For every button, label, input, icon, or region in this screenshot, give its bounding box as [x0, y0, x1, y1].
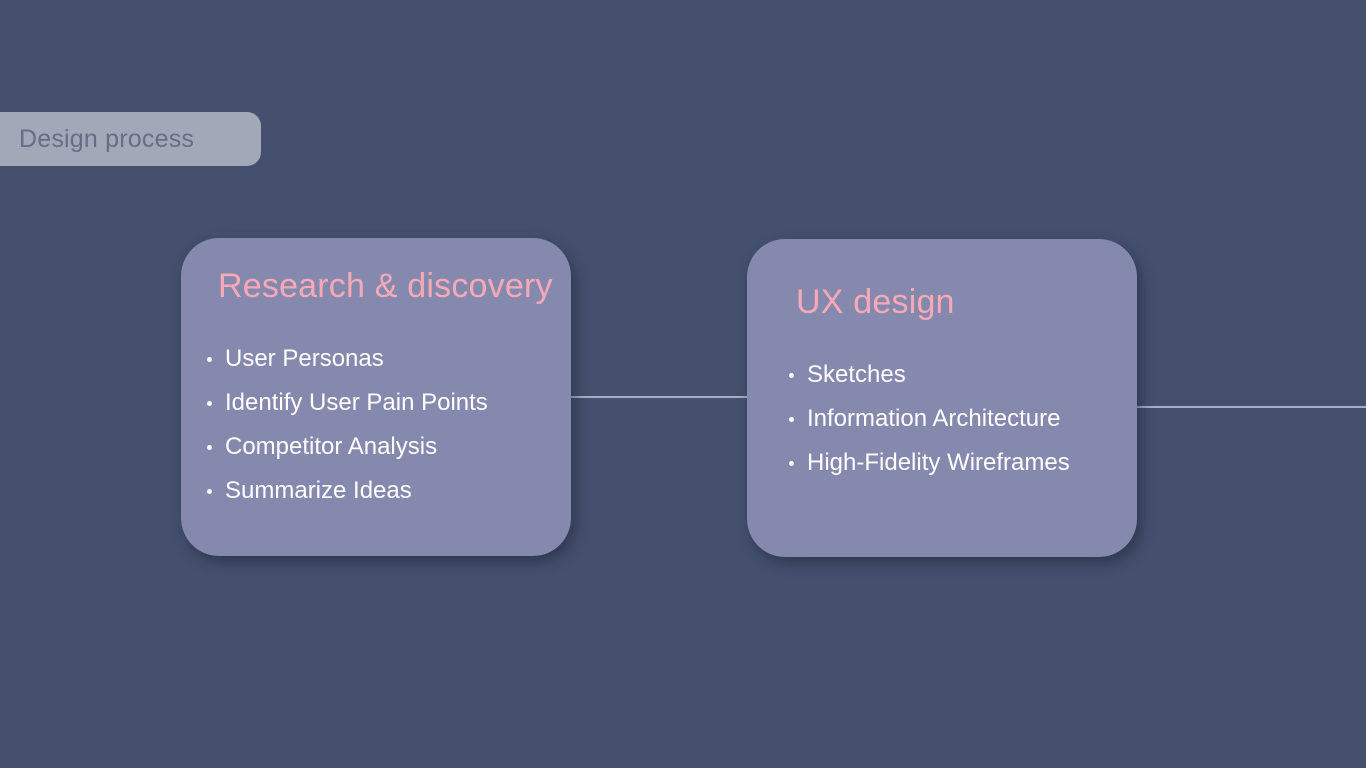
section-tag: Design process: [0, 112, 261, 166]
stage-item: Summarize Ideas: [207, 474, 488, 518]
stage-item: High-Fidelity Wireframes: [789, 446, 1070, 490]
connector-research-to-ux: [570, 396, 750, 398]
stage-title: UX design: [796, 283, 955, 321]
stage-item: Identify User Pain Points: [207, 386, 488, 430]
section-tag-label: Design process: [19, 124, 195, 153]
stage-item-list: User Personas Identify User Pain Points …: [207, 342, 488, 518]
connector-ux-to-next: [1136, 406, 1366, 408]
stage-item: Sketches: [789, 358, 1070, 402]
stage-item: Competitor Analysis: [207, 430, 488, 474]
stage-item-list: Sketches Information Architecture High-F…: [789, 358, 1070, 490]
stage-card-ux-design: UX design Sketches Information Architect…: [747, 239, 1137, 557]
stage-item: User Personas: [207, 342, 488, 386]
stage-item: Information Architecture: [789, 402, 1070, 446]
stage-card-research: Research & discovery User Personas Ident…: [181, 238, 571, 556]
stage-title: Research & discovery: [218, 267, 553, 305]
